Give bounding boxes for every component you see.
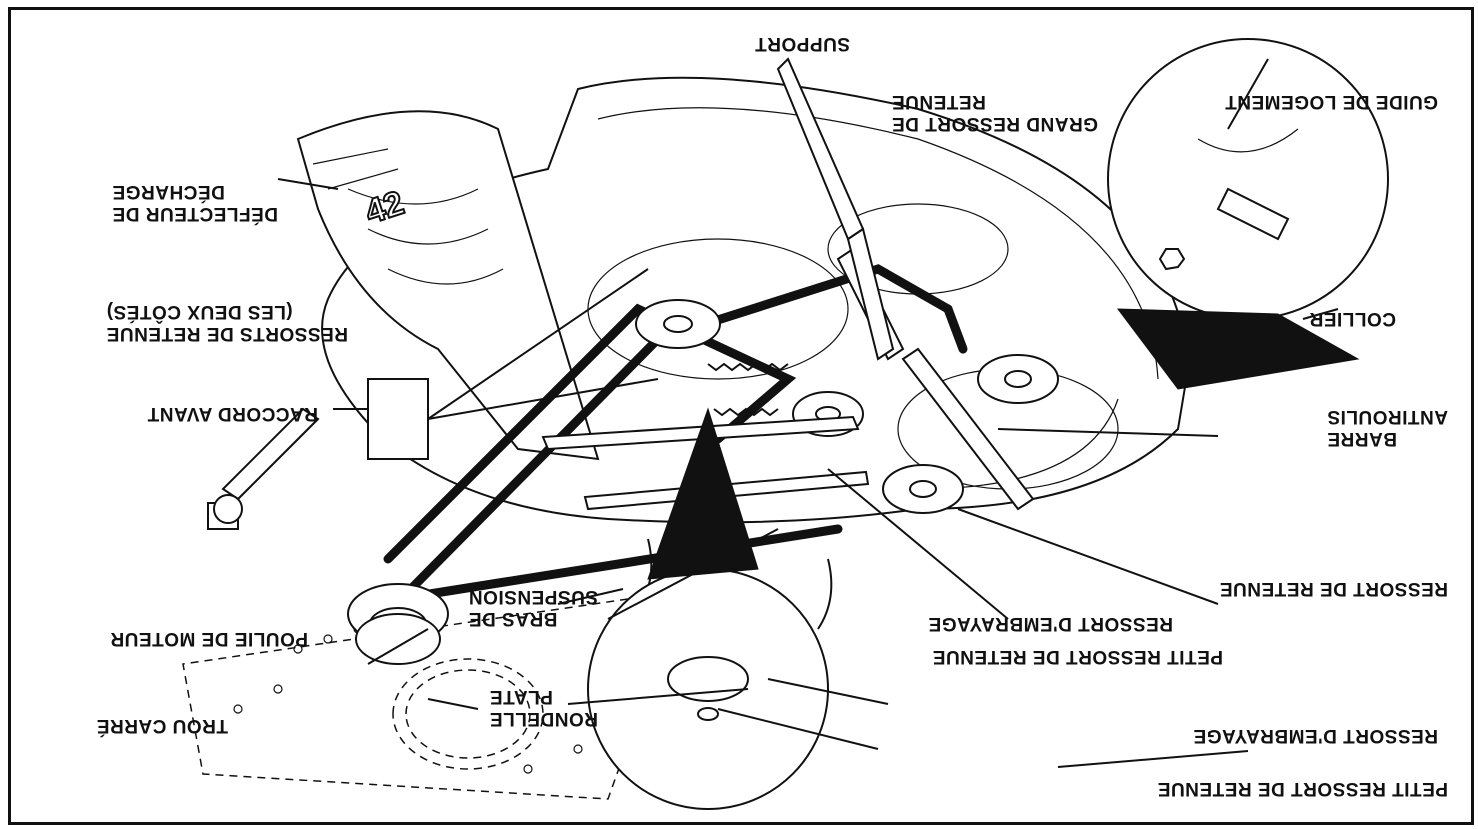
label-trou-carre: TROU CARRÉ [96,715,228,736]
drive-belt [383,264,968,604]
label-petit-ressort-retenue-1: PETIT RESSORT DE RETENUE [932,646,1223,667]
label-support: SUPPORT [754,33,850,54]
detail-circle-washer [587,407,829,810]
label-grand-ressort-retenue: GRAND RESSORT DE RETENUE [891,91,1098,134]
label-rondelle-plate: RONDELLE PLATE [489,686,599,729]
discharge-deflector [296,110,600,461]
label-ressorts-retenue-deux-cotes: RESSORTS DE RETENUE (LES DEUX CÔTÉS) [106,301,348,344]
label-collier: COLLIER [1309,308,1396,329]
label-ressort-embrayage-1: RESSORT D'EMBRAYAGE [928,613,1173,634]
label-ressort-retenue: RESSORT DE RETENUE [1219,578,1448,599]
detail-circle-housing [1107,38,1389,390]
label-deflecteur-decharge: DÉFLECTEUR DE DÉCHARGE [112,181,278,224]
leader-lines [277,58,1339,768]
label-barre-antiroulis: BARRE ANTIROULIS [1326,406,1448,449]
label-guide-logement: GUIDE DE LOGEMENT [1224,91,1438,112]
label-poulie-moteur: POULIE DE MOTEUR [109,628,308,649]
front-coupler [213,378,429,524]
support-bracket [776,57,895,361]
label-petit-ressort-retenue-2: PETIT RESSORT DE RETENUE [1157,778,1448,799]
label-ressort-embrayage-2: RESSORT D'EMBRAYAGE [1193,725,1438,746]
label-bras-suspension: BRAS DE SUSPENSION [468,586,598,629]
label-raccord-avant: RACCORD AVANT [147,403,318,424]
